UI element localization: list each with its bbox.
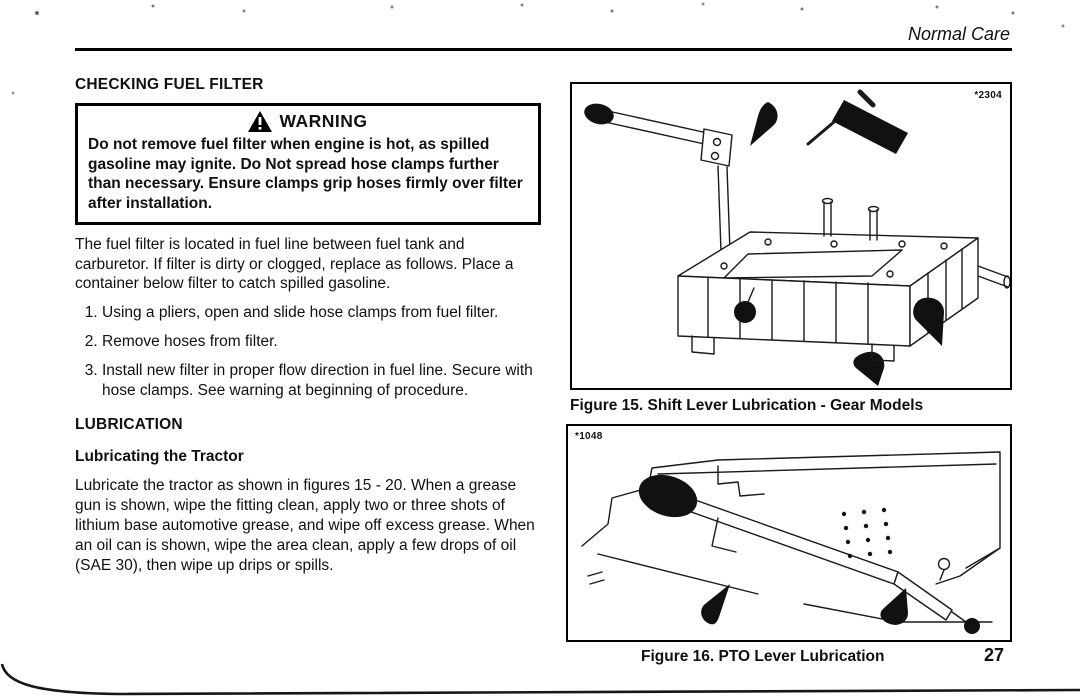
subsection-title-lubricating-tractor: Lubricating the Tractor xyxy=(75,448,244,466)
warning-header: WARNING xyxy=(88,111,528,132)
figure-16-drawing xyxy=(581,451,1001,634)
warning-text: Do not remove fuel filter when engine is… xyxy=(88,136,523,213)
lube-pointer-shaft xyxy=(913,297,944,346)
lube-pointer-left xyxy=(701,584,730,625)
hanging-knob xyxy=(734,301,756,323)
section-title-lubrication: LUBRICATION xyxy=(75,416,183,434)
figure-15-image: *2304 xyxy=(570,82,1012,390)
figure-16-caption: Figure 16. PTO Lever Lubrication xyxy=(641,648,885,665)
step-item-3: Install new filter in proper flow direct… xyxy=(102,361,541,401)
step-item-1: Using a pliers, open and slide hose clam… xyxy=(102,303,541,323)
warning-label: WARNING xyxy=(279,111,368,131)
grease-fitting xyxy=(937,557,951,571)
fuel-filter-steps: Using a pliers, open and slide hose clam… xyxy=(75,303,541,400)
paragraph-fuel-filter: The fuel filter is located in fuel line … xyxy=(75,235,514,293)
section-title-checking-fuel-filter: CHECKING FUEL FILTER xyxy=(75,76,264,93)
figure-16-image: *1048 xyxy=(566,424,1012,642)
grease-gun xyxy=(832,100,908,154)
hole-pattern xyxy=(841,507,893,559)
figure-15-drawing xyxy=(584,89,1010,386)
warning-box: WARNING Do not remove fuel filter when e… xyxy=(75,103,541,225)
lube-pointer-bottom xyxy=(853,351,885,386)
deck-outline xyxy=(581,451,1001,569)
figure-15-tag: *2304 xyxy=(974,90,1002,101)
page-header: Normal Care xyxy=(907,24,1010,44)
shift-lever-handle xyxy=(604,110,713,146)
step-item-2: Remove hoses from filter. xyxy=(102,332,541,352)
paragraph-lubrication: Lubricate the tractor as shown in figure… xyxy=(75,477,535,574)
warning-triangle-icon xyxy=(248,111,273,132)
left-column: CHECKING FUEL FILTER WARNING Do not remo… xyxy=(75,76,541,576)
scan-artifacts xyxy=(0,0,2,2)
page-number: 27 xyxy=(984,645,1005,665)
lube-pointer-right xyxy=(880,588,908,625)
figure-15-caption: Figure 15. Shift Lever Lubrication - Gea… xyxy=(570,397,924,414)
shift-knob xyxy=(584,103,614,125)
page-curl-shadow xyxy=(0,663,1080,696)
pto-lever-knob xyxy=(638,474,698,518)
figure-16-tag: *1048 xyxy=(575,431,603,442)
lube-pointer-top xyxy=(750,102,778,146)
header-rule xyxy=(75,48,1012,51)
